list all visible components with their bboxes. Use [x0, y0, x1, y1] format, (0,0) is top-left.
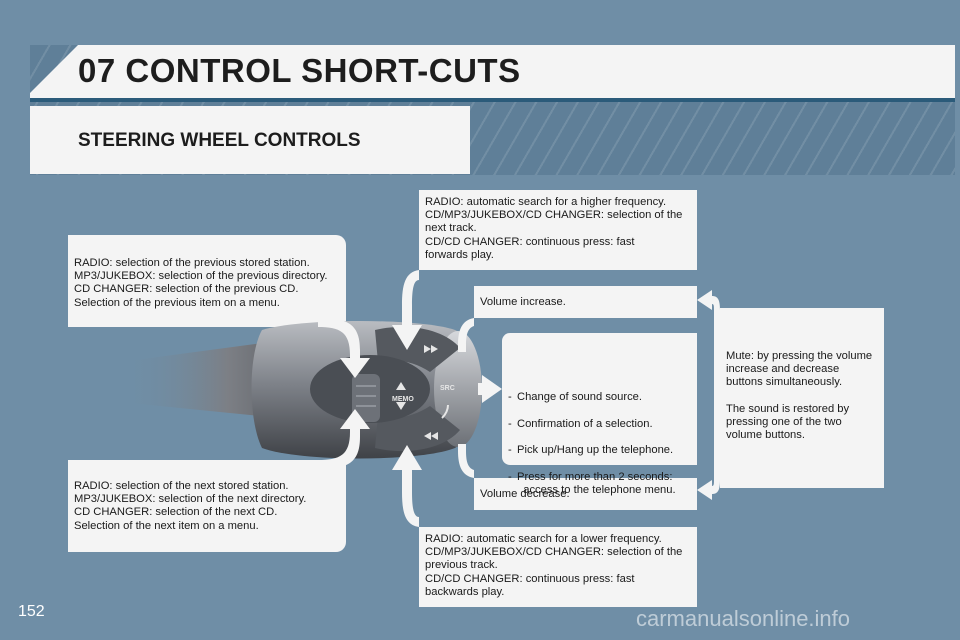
callout-higher: RADIO: automatic search for a higher fre…: [419, 190, 697, 270]
page-title: 07 CONTROL SHORT-CUTS: [78, 52, 521, 89]
src-label: SRC: [440, 385, 455, 392]
callout-volume-increase: Volume increase.: [474, 286, 697, 318]
page-number: 152: [18, 603, 45, 620]
callout-lower: RADIO: automatic search for a lower freq…: [419, 527, 697, 607]
rewind-icon: [424, 432, 438, 440]
section-bar: [30, 106, 470, 174]
down-arrow-icon: [396, 402, 406, 410]
list-item: Press for more than 2 seconds: access to…: [508, 471, 691, 497]
next-track-rocker: [375, 326, 460, 372]
section-title: STEERING WHEEL CONTROLS: [78, 130, 361, 151]
up-arrow-icon: [396, 382, 406, 390]
end-button-list: Change of sound source. Confirmation of …: [508, 378, 691, 510]
title-bar: [30, 45, 955, 100]
watermark: carmanualsonline.info: [636, 606, 851, 631]
previous-track-rocker: [375, 406, 460, 452]
callout-mute: Mute: by pressing the volume increase an…: [720, 308, 884, 488]
fast-forward-icon: [424, 345, 438, 353]
memo-label: MEMO: [392, 396, 414, 403]
callout-previous: RADIO: selection of the previous stored …: [68, 235, 346, 327]
list-item: Confirmation of a selection.: [508, 418, 691, 431]
callout-end-button: Change of sound source. Confirmation of …: [502, 333, 697, 496]
list-item: Pick up/Hang up the telephone.: [508, 444, 691, 457]
stalk-tip: [434, 331, 482, 447]
title-accent: [30, 98, 955, 102]
callout-next: RADIO: selection of the next stored stat…: [68, 460, 346, 552]
callout-arrows: [318, 270, 720, 527]
phone-icon: [441, 404, 449, 419]
list-item: Change of sound source.: [508, 391, 691, 404]
